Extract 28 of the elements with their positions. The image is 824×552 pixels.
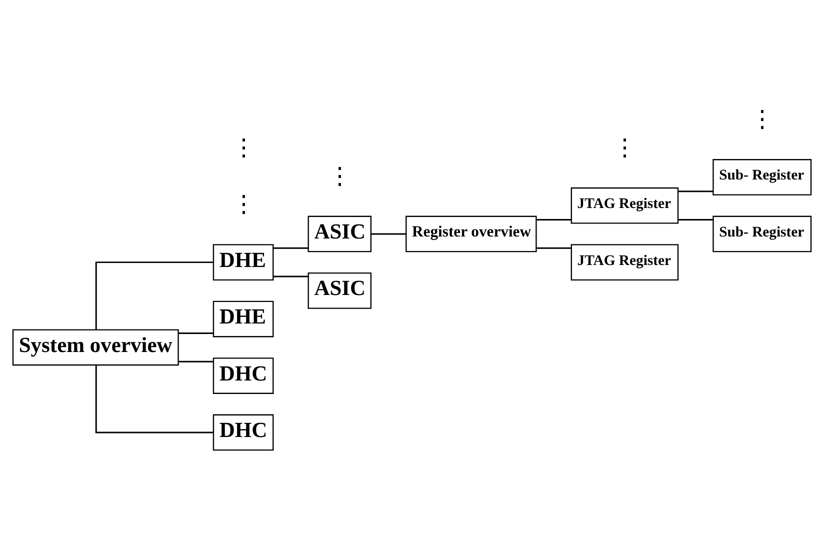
connector — [536, 218, 572, 220]
connector — [95, 261, 214, 330]
node-box: System overview — [12, 328, 179, 366]
label: ⋮ — [232, 191, 255, 218]
node-box: Register overview — [406, 215, 537, 252]
connector — [678, 190, 713, 192]
connector — [371, 232, 406, 234]
node-box: JTAG Register — [570, 186, 679, 224]
label: ⋮ — [613, 134, 636, 160]
node-box: JTAG Register — [570, 244, 679, 280]
connector — [273, 246, 308, 248]
node-box: DHC — [212, 357, 274, 394]
label: ⋮ — [750, 106, 774, 132]
node-box: DHC — [212, 414, 274, 450]
node-box: ASIC — [308, 215, 372, 252]
node-box: Sub- Register — [712, 158, 812, 195]
label: ⋮ — [232, 134, 255, 160]
node-box: DHE — [212, 300, 274, 337]
connector — [178, 360, 214, 362]
label: ⋮ — [328, 162, 352, 189]
connector — [95, 364, 214, 433]
node-box: ASIC — [308, 272, 372, 308]
node-box: DHE — [212, 244, 274, 280]
connector — [678, 218, 713, 220]
connector — [178, 332, 214, 334]
connector — [273, 275, 308, 277]
connector — [536, 246, 572, 248]
node-box: Sub- Register — [712, 215, 812, 252]
